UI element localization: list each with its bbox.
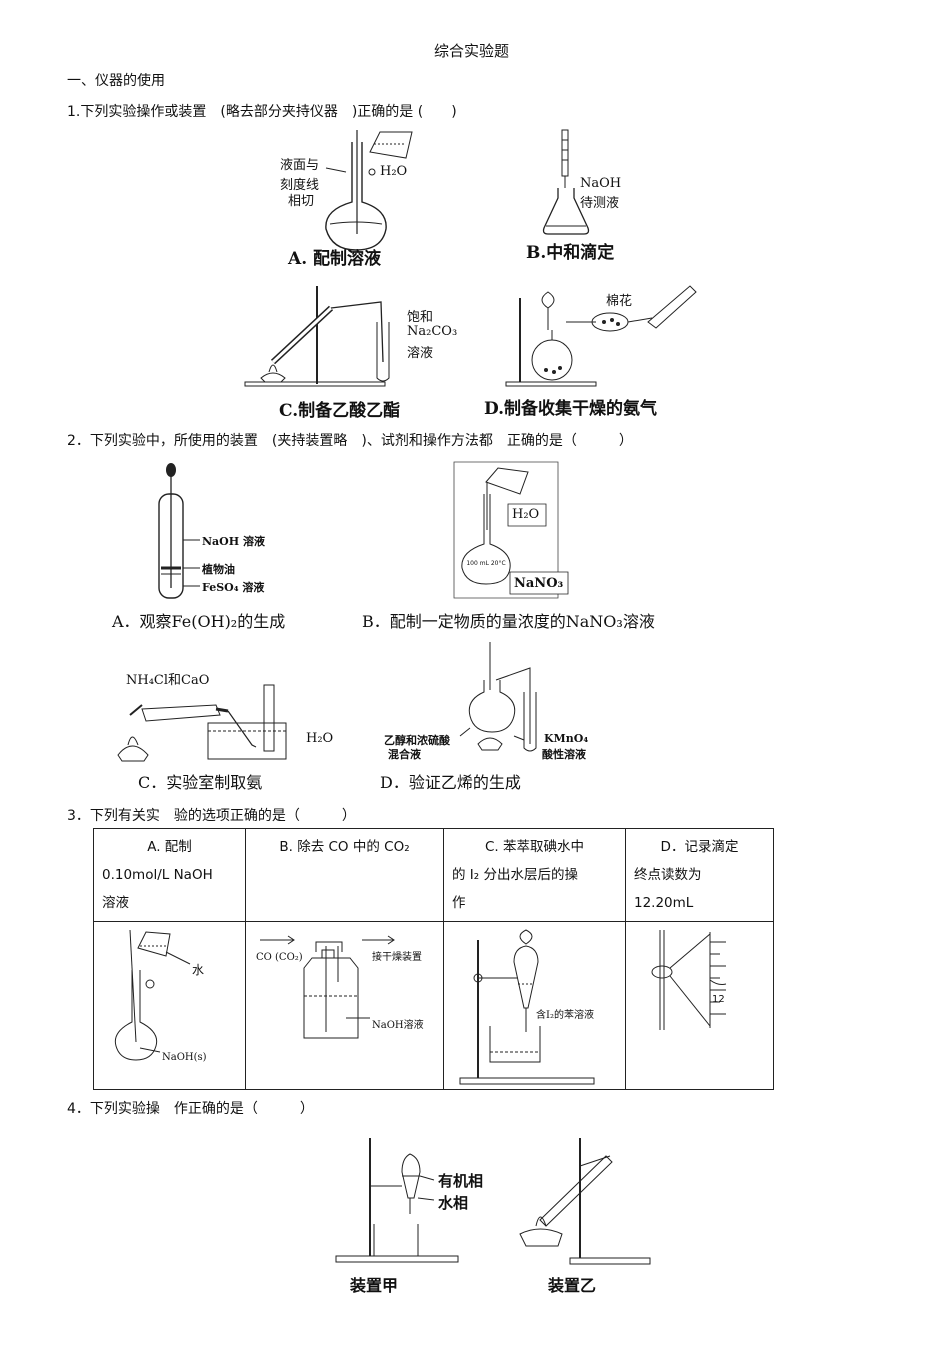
q4-jia-label-water: 水相	[438, 1194, 469, 1212]
q2d-label-1: 混合液	[388, 748, 421, 761]
q1c-label-0: 饱和	[407, 310, 434, 325]
q1-figure-d: 棉花 D.制备收集干燥的氨气	[480, 278, 730, 419]
q3d-line-1: 终点读数为	[634, 867, 702, 883]
q3c-fig-label: 含I₂的苯溶液	[536, 1010, 594, 1021]
test-tube-icon	[112, 463, 342, 632]
q3-stem: 3．下列有关实 验的选项正确的是（ ）	[67, 808, 356, 824]
q3-cell-c: C. 苯萃取碘水中 的 I₂ 分出水层后的操 作	[443, 828, 626, 922]
q3c-line-1: 的 I₂ 分出水层后的操	[452, 867, 578, 883]
q4-jia-label-organic: 有机相	[438, 1172, 484, 1190]
separatory-funnel-icon	[444, 922, 626, 1098]
q1c-label-1: Na₂CO₃	[407, 324, 458, 339]
q1-figure-c: 饱和 Na₂CO₃ 溶液 C.制备乙酸乙酯	[243, 282, 478, 421]
q2b-flask-mark: 100 mL 20°C	[466, 560, 506, 567]
q3b-fig-label-dryer: 接干燥装置	[372, 952, 422, 963]
table-row: A. 配制 0.10mol/L NaOH 溶液 B. 除去 CO 中的 CO₂ …	[93, 828, 774, 922]
q1c-label-2: 溶液	[407, 346, 434, 361]
q1-figure-a: 液面与 刻度线 相切 H₂O A. 配制溶液	[276, 124, 466, 274]
q2-figure-d: 乙醇和浓硫酸 混合液 KMnO₄ 酸性溶液 D．验证乙烯的生成	[380, 640, 620, 795]
q2d-label-0: 乙醇和浓硫酸	[384, 734, 450, 747]
q3d-line-2: 12.20mL	[634, 895, 694, 911]
q3-figure-b: CO (CO₂) 接干燥装置 NaOH溶液	[245, 921, 444, 1090]
q3a-line-1: 0.10mol/L NaOH	[102, 867, 213, 883]
heating-setup-icon	[514, 1130, 654, 1296]
q1-figure-b: NaOH 待测液 B.中和滴定	[526, 130, 666, 272]
q3a-fig-label-naoh: NaOH(s)	[162, 1052, 207, 1063]
q3-figure-a: 水 NaOH(s)	[93, 921, 246, 1090]
ester-apparatus-icon	[243, 282, 478, 417]
q1-caption-c: C.制备乙酸乙酯	[279, 401, 401, 421]
q3-cell-d: D．记录滴定 终点读数为 12.20mL	[625, 828, 774, 922]
q1a-label-0: 液面与	[280, 158, 320, 173]
q1b-label-0: NaOH	[580, 176, 622, 191]
q1a-label-2: 相切	[288, 194, 315, 209]
q3b-line-0: B. 除去 CO 中的 CO₂	[279, 839, 410, 855]
q4-figure-jia: 有机相 水相 装置甲	[330, 1128, 520, 1296]
q1a-label-1: 刻度线	[280, 178, 320, 193]
q1a-water-label: H₂O	[380, 164, 408, 179]
titration-flask-icon	[526, 130, 666, 272]
q3-figure-c: 含I₂的苯溶液	[443, 921, 626, 1090]
q3b-fig-label-naoh: NaOH溶液	[372, 1020, 424, 1031]
q3b-fig-label-gas: CO (CO₂)	[256, 952, 303, 963]
q4-caption-yi: 装置乙	[548, 1276, 597, 1295]
q4-stem: 4．下列实验操 作正确的是（ ）	[67, 1101, 314, 1117]
q1b-label-1: 待测液	[580, 196, 620, 211]
q2-caption-a: A．观察Fe(OH)₂的生成	[112, 612, 286, 631]
q1-caption-d: D.制备收集干燥的氨气	[484, 399, 658, 419]
q3-cell-b: B. 除去 CO 中的 CO₂	[245, 828, 444, 922]
q1-caption-a: A. 配制溶液	[288, 249, 382, 269]
q3-cell-a: A. 配制 0.10mol/L NaOH 溶液	[93, 828, 246, 922]
separation-setup-icon	[330, 1128, 520, 1296]
burette-reading-icon	[626, 922, 774, 1098]
q2-figure-b: H₂O NaNO₃ 100 mL 20°C B．配制一定物质的量浓度的NaNO₃…	[362, 460, 722, 632]
q2-caption-c: C．实验室制取氨	[138, 773, 263, 792]
q1-caption-b: B.中和滴定	[526, 243, 615, 263]
section-heading: 一、仪器的使用	[67, 73, 165, 89]
table-row: 水 NaOH(s) CO (CO₂) 接干燥装置 NaOH溶液	[93, 921, 774, 1090]
q2a-label-1: 植物油	[202, 563, 235, 576]
q3a-line-2: 溶液	[102, 895, 129, 911]
q2-caption-d: D．验证乙烯的生成	[380, 773, 521, 792]
ammonia-apparatus-icon	[480, 278, 730, 418]
q2c-label-reagent: NH₄Cl和CaO	[126, 673, 210, 688]
q3-options-table: A. 配制 0.10mol/L NaOH 溶液 B. 除去 CO 中的 CO₂ …	[93, 828, 774, 1090]
q2-figure-c: NH₄Cl和CaO H₂O C．实验室制取氨	[112, 665, 352, 795]
ethylene-setup-icon	[380, 640, 620, 795]
q2d-label-3: 酸性溶液	[542, 748, 586, 761]
q4-caption-jia: 装置甲	[350, 1276, 399, 1295]
doc-title: 综合实验题	[434, 42, 510, 60]
q1-stem: 1.下列实验操作或装置 (略去部分夹持仪器 )正确的是 ( )	[67, 104, 457, 120]
q2-stem: 2．下列实验中，所使用的装置 (夹持装置略 )、试剂和操作方法都 正确的是（ ）	[67, 433, 633, 449]
q2a-label-0: NaOH 溶液	[202, 535, 265, 548]
q4-figure-yi: 装置乙	[514, 1130, 654, 1296]
q2d-label-2: KMnO₄	[544, 732, 589, 745]
volumetric-flask-icon	[362, 460, 722, 632]
q3d-fig-label: 12	[712, 994, 725, 1005]
ammonia-setup-icon	[112, 665, 352, 795]
volumetric-flask-icon	[94, 922, 246, 1098]
q3d-line-0: D．记录滴定	[660, 839, 739, 855]
q3c-line-0: C. 苯萃取碘水中	[484, 839, 584, 855]
q2c-label-water: H₂O	[306, 731, 334, 746]
gas-washing-bottle-icon	[246, 922, 444, 1098]
q3a-line-0: A. 配制	[147, 839, 192, 855]
q3-figure-d: 12	[625, 921, 774, 1090]
q3a-fig-label-water: 水	[192, 963, 205, 977]
q3c-line-2: 作	[452, 895, 466, 911]
volumetric-flask-icon	[276, 124, 466, 274]
q2a-label-2: FeSO₄ 溶液	[202, 581, 265, 594]
q2-figure-a: NaOH 溶液 植物油 FeSO₄ 溶液 A．观察Fe(OH)₂的生成	[112, 460, 342, 632]
q2b-label-nano3: NaNO₃	[514, 576, 564, 591]
q2b-label-water: H₂O	[512, 507, 540, 522]
q1d-label: 棉花	[606, 294, 633, 309]
q2-caption-b: B．配制一定物质的量浓度的NaNO₃溶液	[362, 612, 655, 631]
